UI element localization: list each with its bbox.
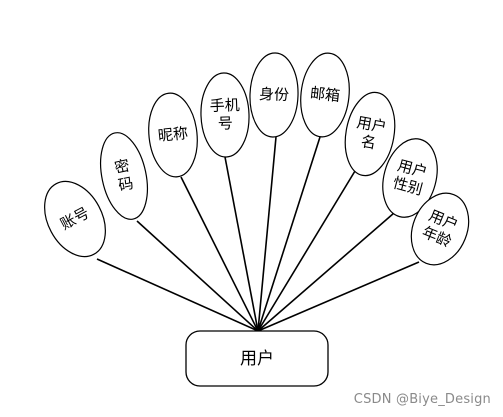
attribute-label: 昵称 xyxy=(157,124,189,145)
connector-line xyxy=(257,136,321,332)
attribute-node: 昵称 xyxy=(148,92,198,178)
connector-line xyxy=(180,176,259,332)
connector-lines xyxy=(96,136,420,332)
attribute-label: 码 xyxy=(117,174,135,195)
attribute-node: 用户名 xyxy=(344,91,396,177)
attribute-ellipse xyxy=(382,138,438,218)
attribute-node: 邮箱 xyxy=(300,52,350,138)
connector-line xyxy=(257,261,420,332)
entity-user: 用户 xyxy=(185,330,329,387)
attribute-node: 身份 xyxy=(249,52,299,138)
watermark-text: CSDN @Biye_Design xyxy=(353,392,491,407)
entity-box xyxy=(185,330,329,387)
connector-line xyxy=(224,156,259,332)
connector-line xyxy=(96,258,259,332)
attribute-ellipse xyxy=(344,91,396,177)
attribute-node: 密码 xyxy=(100,132,148,220)
attribute-label: 名 xyxy=(360,132,378,152)
connector-line xyxy=(257,170,356,332)
attribute-ellipse xyxy=(44,180,106,258)
attribute-ellipse xyxy=(410,192,470,266)
entity-label: 用户 xyxy=(240,349,274,369)
attribute-node: 手机号 xyxy=(200,72,250,158)
attribute-label: 手机 xyxy=(209,96,240,115)
attribute-ellipse xyxy=(148,92,198,178)
attribute-node: 账号 xyxy=(44,180,106,258)
connector-line xyxy=(257,136,277,332)
attribute-group: 账号密码昵称手机号身份邮箱用户名用户性别用户年龄 xyxy=(44,52,470,266)
attribute-ellipse xyxy=(300,52,350,138)
connector-line xyxy=(136,220,259,332)
attribute-label: 号 xyxy=(217,114,233,133)
attribute-label: 邮箱 xyxy=(309,84,341,105)
attribute-label: 密 xyxy=(113,156,131,177)
attribute-ellipse xyxy=(100,132,148,220)
attribute-ellipse xyxy=(249,52,299,138)
connector-line xyxy=(257,212,395,332)
attribute-label: 用户 xyxy=(355,113,388,136)
attribute-ellipse xyxy=(200,72,250,158)
attribute-label: 身份 xyxy=(259,85,290,104)
